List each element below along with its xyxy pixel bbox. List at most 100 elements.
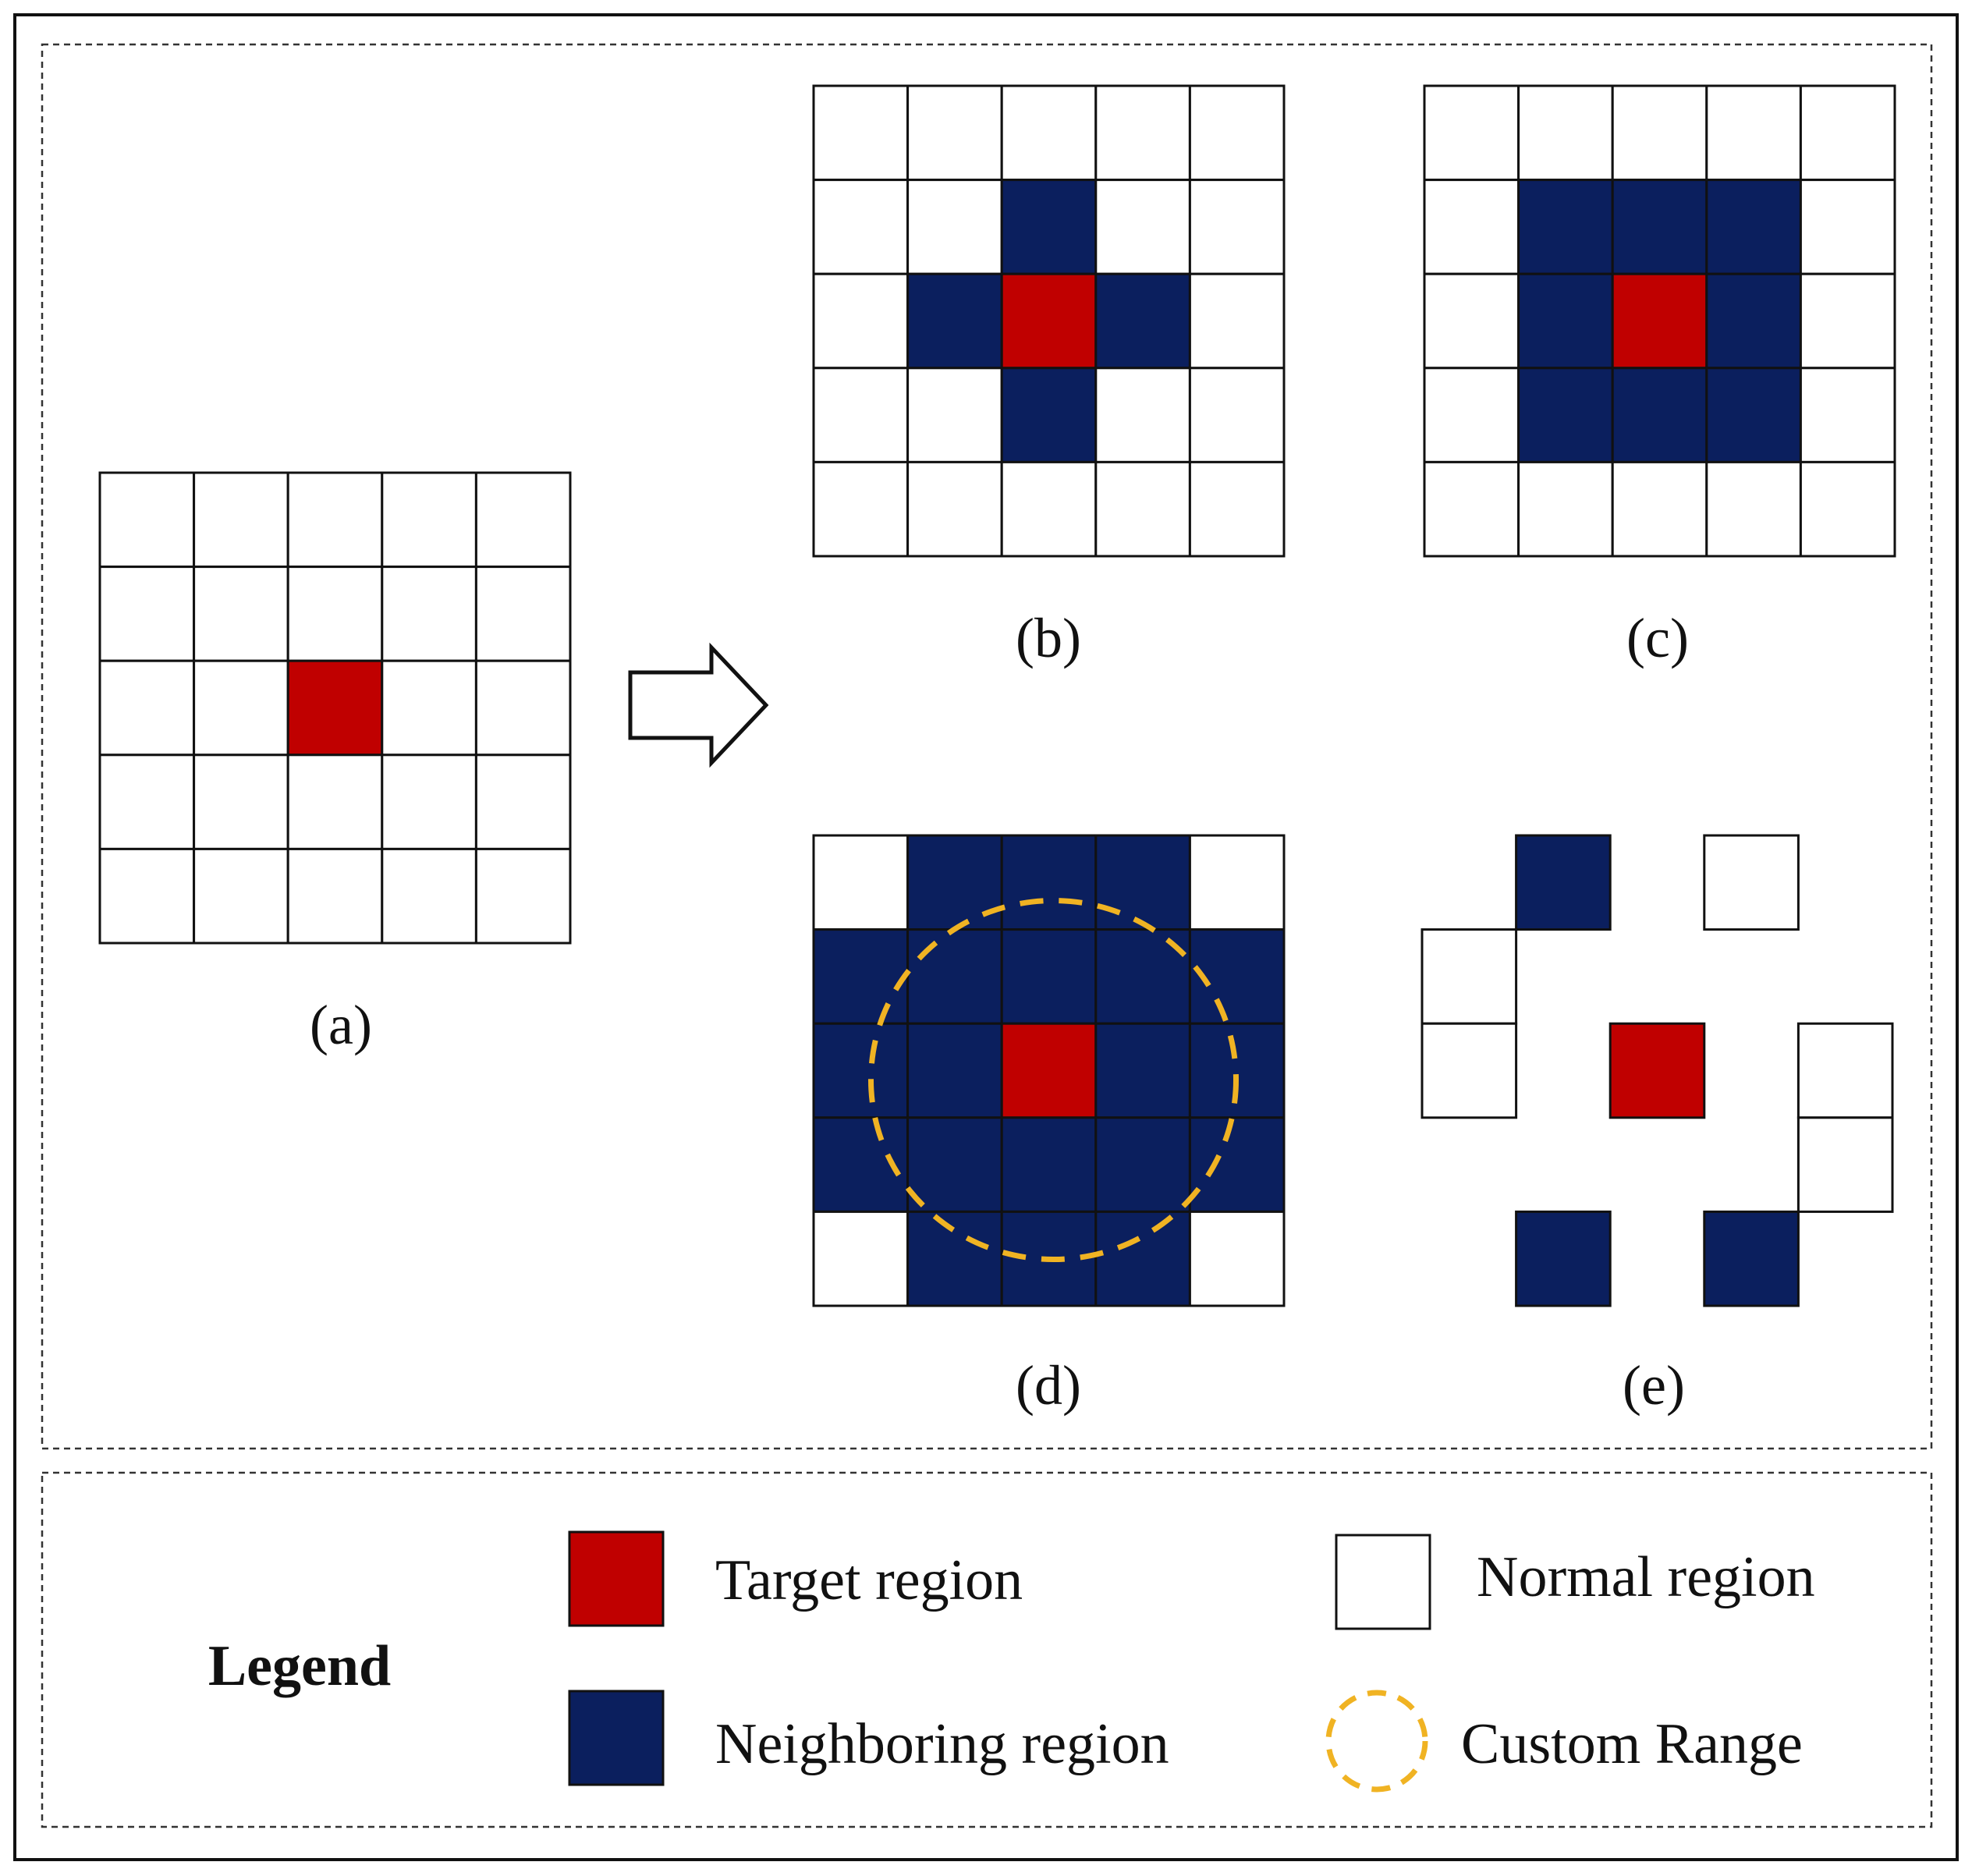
cell-neighbor — [906, 1116, 1003, 1213]
cell-normal — [1094, 367, 1191, 463]
cell-neighbor — [906, 928, 1003, 1025]
cell-normal — [1188, 179, 1286, 275]
cell-normal — [193, 754, 289, 850]
cell-normal — [812, 84, 910, 182]
cell-normal — [98, 566, 196, 662]
cell-neighbor — [1517, 367, 1614, 463]
cell-normal — [193, 471, 289, 569]
cell-normal — [1094, 460, 1191, 558]
cell-normal — [1188, 834, 1286, 931]
cell-normal — [1611, 460, 1708, 558]
cell-normal — [1705, 460, 1802, 558]
cell-normal — [286, 847, 384, 945]
caption-b: (b) — [1016, 607, 1081, 669]
outer-frame — [13, 13, 1959, 1861]
cell-normal — [906, 84, 1003, 182]
cell-normal — [812, 460, 910, 558]
cell-neighbor — [1705, 367, 1802, 463]
caption-d: (d) — [1016, 1354, 1081, 1417]
cell-normal — [1423, 272, 1520, 370]
cell-neighbor — [906, 1210, 1003, 1307]
cell-normal — [1188, 1210, 1286, 1307]
cell-neighbor — [1705, 179, 1802, 275]
caption-c: (c) — [1626, 607, 1689, 669]
cell-normal — [1517, 460, 1614, 558]
cell-neighbor — [812, 928, 910, 1025]
cell-neighbor — [1094, 834, 1191, 931]
cell-neighbor — [1094, 1116, 1191, 1213]
cell-normal — [381, 754, 477, 850]
cell-normal — [1423, 367, 1520, 463]
cell-normal — [193, 659, 289, 757]
panel-c-grid — [1423, 84, 1896, 558]
cell-normal — [1420, 928, 1518, 1025]
cell-normal — [381, 659, 477, 757]
cell-normal — [812, 834, 910, 931]
cell-normal — [98, 847, 196, 945]
cell-neighbor — [1188, 1116, 1286, 1213]
panel-e-grid — [1420, 834, 1894, 1307]
cell-normal — [1000, 84, 1098, 182]
cell-neighbor — [1611, 367, 1708, 463]
cell-normal — [1000, 460, 1098, 558]
panel-b-grid — [812, 84, 1286, 558]
cell-normal — [381, 566, 477, 662]
cell-normal — [1799, 367, 1896, 463]
cell-neighbor — [1517, 179, 1614, 275]
cell-normal — [1799, 460, 1896, 558]
cell-neighbor — [1000, 1116, 1098, 1213]
caption-a: (a) — [310, 994, 372, 1056]
legend-label-target: Target region — [715, 1548, 1023, 1612]
legend-label-custom-range: Custom Range — [1461, 1712, 1803, 1776]
legend-swatch-custom-range — [1325, 1690, 1428, 1793]
cell-normal — [98, 754, 196, 850]
cell-normal — [1796, 1116, 1894, 1213]
cell-normal — [1423, 460, 1520, 558]
cell-normal — [474, 754, 572, 850]
panel-a-grid — [98, 471, 572, 945]
cell-normal — [474, 659, 572, 757]
diagram-area-border — [41, 43, 1933, 1450]
cell-normal — [906, 460, 1003, 558]
cell-neighbor — [812, 1022, 910, 1119]
legend-area-border — [41, 1471, 1933, 1828]
cell-normal — [98, 659, 196, 757]
cell-normal — [1799, 272, 1896, 370]
cell-neighbor — [1000, 179, 1098, 275]
cell-normal — [381, 847, 477, 945]
cell-normal — [1423, 179, 1520, 275]
cell-normal — [1703, 834, 1800, 931]
cell-target — [1000, 1022, 1098, 1119]
cell-normal — [474, 847, 572, 945]
cell-normal — [1188, 367, 1286, 463]
cell-normal — [193, 847, 289, 945]
cell-normal — [812, 367, 910, 463]
cell-normal — [906, 179, 1003, 275]
cell-normal — [193, 566, 289, 662]
cell-normal — [1188, 84, 1286, 182]
cell-neighbor — [1705, 272, 1802, 370]
cell-neighbor — [906, 1022, 1003, 1119]
cell-normal — [812, 1210, 910, 1307]
cell-normal — [1420, 1022, 1518, 1119]
cell-normal — [286, 471, 384, 569]
legend-swatch-target — [568, 1530, 665, 1627]
legend-swatch-normal — [1335, 1534, 1431, 1630]
cell-normal — [286, 566, 384, 662]
caption-e: (e) — [1623, 1354, 1685, 1417]
cell-normal — [1705, 84, 1802, 182]
cell-neighbor — [1094, 1210, 1191, 1307]
cell-neighbor — [1000, 367, 1098, 463]
cell-neighbor — [1515, 1210, 1612, 1307]
cell-normal — [812, 272, 910, 370]
cell-neighbor — [1611, 179, 1708, 275]
panel-d-grid — [812, 834, 1286, 1307]
legend-title: Legend — [208, 1634, 391, 1698]
cell-normal — [1799, 84, 1896, 182]
cell-neighbor — [1094, 1022, 1191, 1119]
right-arrow-icon — [628, 642, 769, 768]
cell-normal — [1611, 84, 1708, 182]
custom-range-circle — [868, 898, 1239, 1262]
cell-neighbor — [1515, 834, 1612, 931]
